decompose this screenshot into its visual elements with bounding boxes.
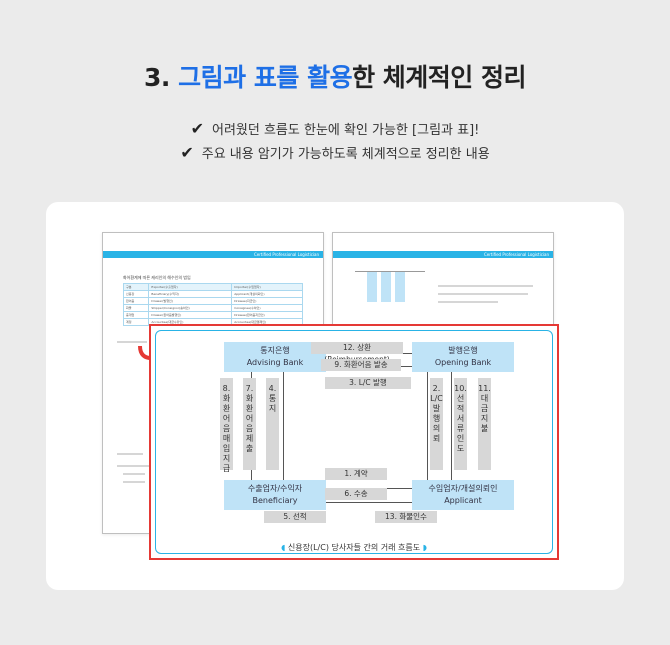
- step-1-label: 1. 계약: [325, 468, 387, 480]
- text-line: [117, 465, 157, 467]
- text-line: [117, 453, 143, 455]
- page-header-bar: Certified Professional Logistician: [103, 251, 323, 258]
- table-cell: Drawee(지급인): [231, 297, 303, 305]
- text-line: [123, 473, 145, 475]
- step-5-label: 5. 선적: [264, 511, 326, 523]
- heading-rest: 한 체계적인 정리: [352, 63, 527, 92]
- applicant-en: Applicant: [444, 496, 482, 505]
- step-13-label: 13. 화물인수: [375, 511, 437, 523]
- table-title: 화어환계에 따른 캐리인의 해수인의 범입: [123, 275, 191, 280]
- table-cell: Drawee(환어음지급인): [231, 311, 303, 319]
- table-cell: Applicant(개설의뢰인): [231, 290, 303, 298]
- heading-highlight-2: 표를: [253, 63, 300, 92]
- step-3-label: 3. L/C 발행: [325, 377, 411, 389]
- text-line: [438, 285, 533, 287]
- heading-highlight-1: 그림과: [178, 63, 246, 92]
- flow-line: [326, 502, 412, 503]
- table-cell: 환어음: [122, 297, 150, 305]
- flow-line: [451, 372, 452, 480]
- step-11-label: 11. 대금지불: [478, 378, 491, 470]
- step-7-label: 7. 화환어음 제출: [243, 378, 256, 470]
- step-6-label: 6. 수송: [325, 488, 387, 500]
- checklist-text: 주요 내용 암기가 가능하도록 체계적으로 정리한 내용: [201, 146, 490, 162]
- heading-highlight-3: 활용: [307, 63, 353, 92]
- step-10-label: 10. 선적서류인도: [454, 378, 467, 470]
- text-line: [117, 341, 147, 343]
- checkmark-icon: ✔: [190, 118, 204, 138]
- flow-line: [283, 372, 284, 480]
- diagram-caption-text: 신용장(L/C) 당사자들 간의 거래 흐름도: [287, 543, 421, 552]
- checkmark-icon: ✔: [180, 142, 194, 162]
- heading-number: 3.: [143, 63, 170, 92]
- table-cell: Shipper/Consignor(송하인): [148, 304, 233, 312]
- advising-bank-en: Advising Bank: [246, 358, 304, 367]
- step-4-label: 4. 통지: [266, 378, 279, 470]
- opening-bank-ko: 발행은행: [448, 346, 478, 355]
- diagram-caption: ◖ 신용장(L/C) 당사자들 간의 거래 흐름도 ◗: [281, 543, 427, 552]
- table-cell: Consignee(수하인): [231, 304, 303, 312]
- beneficiary-box: 수출업자/수익자 Beneficiary: [224, 480, 326, 510]
- table-cell: 신용장: [122, 290, 150, 298]
- feature-checklist: ✔ 어려웠던 흐름도 한눈에 확인 가능한 [그림과 표]! ✔ 주요 내용 암…: [0, 116, 670, 164]
- table-header-cell: 구분: [122, 283, 150, 291]
- applicant-ko: 수입업자/개설의뢰인: [428, 484, 498, 493]
- table-cell: 계정: [122, 318, 150, 326]
- opening-bank-box: 발행은행 Opening Bank: [412, 342, 514, 372]
- table-cell: Drawer(환어음발행인): [148, 311, 233, 319]
- step-9-label: 9. 화환어음 발송: [321, 359, 401, 371]
- diagram-border: [155, 330, 553, 554]
- page-heading: 3. 그림과 표를 활용한 체계적인 정리: [0, 58, 670, 94]
- table-header-cell: Exporter(수출업자): [148, 283, 233, 291]
- table-header-cell: Importer(수입업자): [231, 283, 303, 291]
- advising-bank-ko: 통지은행: [260, 346, 290, 355]
- table-cell: 중개업: [122, 311, 150, 319]
- flow-line: [427, 372, 428, 480]
- table-cell: Beneficiary(수익자): [148, 290, 233, 298]
- step-2-label: 2. L/C 발행의뢰: [430, 378, 443, 470]
- applicant-box: 수입업자/개설의뢰인 Applicant: [412, 480, 514, 510]
- zoomed-diagram-frame: 통지은행 Advising Bank 발행은행 Opening Bank 수출업…: [149, 324, 559, 560]
- beneficiary-ko: 수출업자/수익자: [247, 484, 303, 493]
- table-cell: Drawer(발행인): [148, 297, 233, 305]
- page-header-bar: Certified Professional Logistician: [333, 251, 553, 258]
- text-line: [438, 301, 498, 303]
- advising-bank-box: 통지은행 Advising Bank: [224, 342, 326, 372]
- step-12-label: 12. 상환(Reimbursement): [311, 342, 403, 364]
- checklist-text: 어려웠던 흐름도 한눈에 확인 가능한 [그림과 표]!: [212, 122, 480, 138]
- checklist-item: ✔ 어려웠던 흐름도 한눈에 확인 가능한 [그림과 표]!: [0, 116, 670, 140]
- mini-flow-figure: [355, 271, 425, 325]
- beneficiary-en: Beneficiary: [252, 496, 298, 505]
- step-8-label: 8. 화환어음 매입지급: [220, 378, 233, 473]
- text-line: [438, 293, 528, 295]
- opening-bank-en: Opening Bank: [434, 358, 492, 367]
- table-cell: 화물: [122, 304, 150, 312]
- text-line: [123, 481, 145, 483]
- checklist-item: ✔ 주요 내용 암기가 가능하도록 체계적으로 정리한 내용: [0, 140, 670, 164]
